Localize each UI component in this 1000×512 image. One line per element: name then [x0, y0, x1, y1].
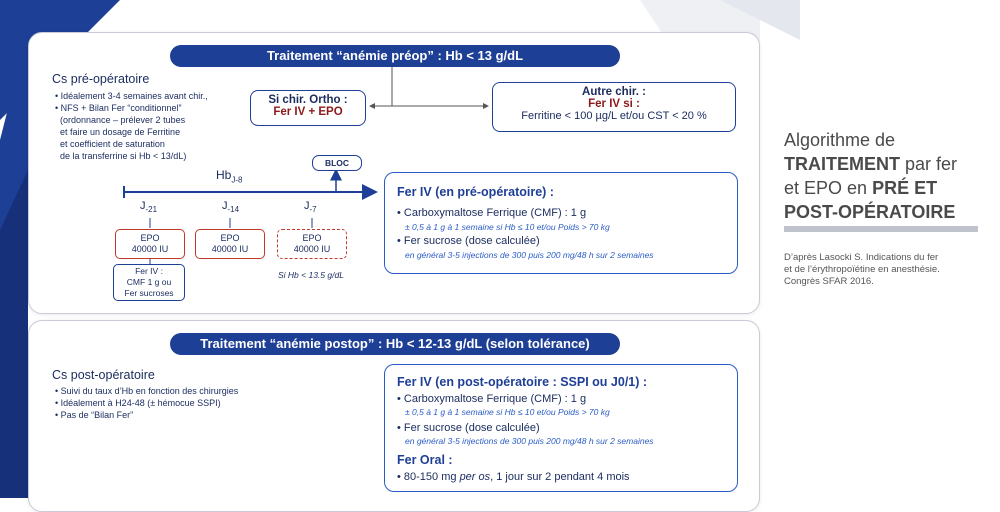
cs-line: • Idéalement 3-4 semaines avant chir.,: [55, 91, 208, 101]
ref-line: D’après Lasocki S. Indications du fer: [784, 252, 939, 263]
side-title-strong: TRAITEMENT: [784, 154, 900, 174]
ortho-treatment: Fer IV + EPO: [273, 106, 343, 118]
postop-fer-iv-box: Fer IV (en post-opératoire : SSPI ou J0/…: [384, 364, 738, 492]
j-14-label: J-14: [222, 200, 239, 214]
preop-cs-title: Cs pré-opératoire: [52, 72, 150, 86]
side-title: Algorithme de TRAITEMENT par fer et EPO …: [784, 128, 989, 224]
autre-title: Autre chir. :: [582, 86, 646, 98]
fer-iv-box: Fer IV : CMF 1 g ou Fer sucroses: [113, 264, 185, 301]
side-title-line4: POST-OPÉRATOIRE: [784, 200, 989, 224]
j-sub: -14: [227, 205, 240, 215]
fer-line: CMF 1 g ou: [126, 277, 172, 287]
autre-condition: Ferritine < 100 µg/L et/ou CST < 20 %: [521, 110, 707, 122]
side-title-text: par fer: [900, 154, 958, 174]
postop-item-cmf: • Carboxymaltose Ferrique (CMF) : 1 g: [397, 393, 587, 405]
epo-box-j14: EPO 40000 IU: [195, 229, 265, 259]
oral-schedule: , 1 jour sur 2 pendant 4 mois: [490, 471, 630, 483]
si-hb-note: Si Hb < 13.5 g/dL: [278, 270, 344, 280]
autre-treatment: Fer IV si :: [588, 98, 640, 110]
side-title-line2: TRAITEMENT par fer: [784, 152, 989, 176]
epo-line1: EPO: [140, 233, 160, 243]
postop-item-sucrose: • Fer sucrose (dose calculée): [397, 422, 540, 434]
side-title-line3: et EPO en PRÉ ET: [784, 176, 989, 200]
epo-line2: 40000 IU: [131, 244, 169, 254]
epo-line2: 40000 IU: [211, 244, 249, 254]
cs-line: (ordonnance – prélever 2 tubes: [60, 115, 186, 125]
postop-cs-title: Cs post-opératoire: [52, 368, 155, 382]
preop-item-cmf-detail: ± 0,5 à 1 g à 1 semaine si Hb ≤ 10 et/ou…: [405, 222, 610, 232]
cs-line: de la transferrine si Hb < 13/dL): [60, 151, 187, 161]
j-main: J: [304, 200, 310, 212]
oral-route: per os: [459, 471, 491, 483]
fer-line: Fer sucroses: [124, 288, 174, 298]
ref-line: Congrès SFAR 2016.: [784, 276, 874, 287]
epo-line2: 40000 IU: [293, 244, 331, 254]
side-title-line1: Algorithme de: [784, 130, 896, 150]
epo-line1: EPO: [302, 233, 322, 243]
j-sub: -21: [145, 205, 158, 215]
oral-dose: • 80-150 mg: [397, 471, 460, 483]
connector-lines: [123, 67, 489, 264]
preop-fer-iv-box: Fer IV (en pré-opératoire) : • Carboxyma…: [384, 172, 738, 274]
preop-item-sucrose: • Fer sucrose (dose calculée): [397, 235, 540, 247]
fer-line: Fer IV :: [135, 266, 163, 276]
j-7-label: J-7: [304, 200, 317, 214]
j-sub: -7: [309, 205, 317, 215]
timeline-hb-label: HbJ-8: [216, 168, 242, 184]
preop-cs-list: • Idéalement 3-4 semaines avant chir., •…: [55, 90, 208, 162]
cs-line: et coefficient de saturation: [60, 139, 165, 149]
epo-box-j21: EPO 40000 IU: [115, 229, 185, 259]
cs-line: • Suivi du taux d’Hb en fonction des chi…: [55, 386, 239, 396]
cs-line: • NFS + Bilan Fer “conditionnel”: [55, 103, 182, 113]
preop-item-sucrose-detail: en général 3-5 injections de 300 puis 20…: [405, 250, 654, 260]
oral-title: Fer Oral :: [397, 453, 453, 467]
preop-fer-iv-title: Fer IV (en pré-opératoire) :: [397, 185, 554, 199]
cs-line: et faire un dosage de Ferritine: [60, 127, 181, 137]
autre-box: Autre chir. : Fer IV si : Ferritine < 10…: [492, 82, 736, 132]
side-title-strong: PRÉ ET: [872, 178, 938, 198]
j-21-label: J-21: [140, 200, 157, 214]
postop-fer-iv-title: Fer IV (en post-opératoire : SSPI ou J0/…: [397, 375, 648, 389]
postop-item-sucrose-detail: en général 3-5 injections de 300 puis 20…: [405, 436, 654, 446]
side-title-strong: POST-OPÉRATOIRE: [784, 202, 956, 222]
j-main: J: [140, 200, 146, 212]
postop-header: Traitement “anémie postop” : Hb < 12-13 …: [170, 333, 620, 355]
postop-cs-list: • Suivi du taux d’Hb en fonction des chi…: [55, 385, 238, 421]
side-reference: D’après Lasocki S. Indications du fer et…: [784, 252, 940, 288]
side-underline: [784, 226, 978, 232]
oral-line: • 80-150 mg per os, 1 jour sur 2 pendant…: [397, 471, 630, 483]
side-title-text: et EPO en: [784, 178, 873, 198]
j-main: J: [222, 200, 228, 212]
hb-sub: J-8: [231, 175, 243, 185]
epo-box-j7: EPO 40000 IU: [277, 229, 347, 259]
postop-item-cmf-detail: ± 0,5 à 1 g à 1 semaine si Hb ≤ 10 et/ou…: [405, 407, 610, 417]
ortho-box: Si chir. Ortho : Fer IV + EPO: [250, 90, 366, 126]
preop-header: Traitement “anémie préop” : Hb < 13 g/dL: [170, 45, 620, 67]
bloc-label: BLOC: [324, 158, 350, 168]
ortho-title: Si chir. Ortho :: [268, 94, 348, 106]
preop-item-cmf: • Carboxymaltose Ferrique (CMF) : 1 g: [397, 207, 587, 219]
bloc-badge: BLOC: [312, 155, 362, 171]
epo-line1: EPO: [220, 233, 240, 243]
cs-line: • Idéalement à H24-48 (± hémocue SSPI): [55, 398, 221, 408]
cs-line: • Pas de “Bilan Fer”: [55, 410, 134, 420]
ref-line: et de l’érythropoïétine en anesthésie.: [784, 264, 940, 275]
hb-text: Hb: [216, 168, 232, 182]
